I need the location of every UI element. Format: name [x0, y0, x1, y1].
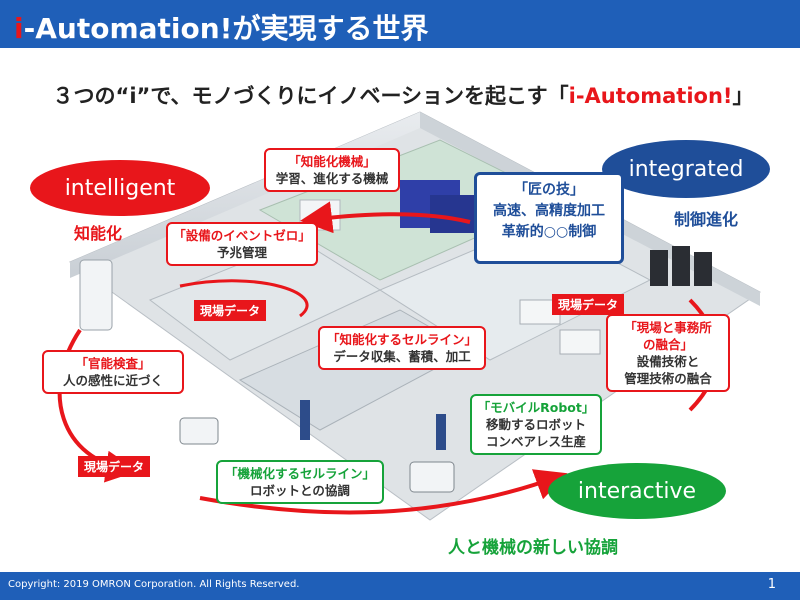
title-rest: -Automation!が実現する世界 — [23, 12, 429, 45]
footer: Copyright: 2019 OMRON Corporation. All R… — [0, 572, 800, 600]
intelligent-label: 知能化 — [74, 224, 123, 243]
integrated-oval: integrated — [602, 140, 770, 198]
site-office-head2: の融合」 — [642, 337, 693, 352]
callout-site-office: 「現場と事務所 の融合」 設備技術と 管理技術の融合 — [606, 314, 730, 392]
copyright: Copyright: 2019 OMRON Corporation. All R… — [8, 579, 300, 590]
mobile-robot-head: 「モバイルRobot」 — [477, 400, 595, 415]
integrated-label: 制御進化 — [674, 210, 739, 229]
callout-mech-cell: 「機械化するセルライン」 ロボットとの協調 — [216, 460, 384, 504]
mobile-robot-body: 移動するロボット — [485, 417, 586, 432]
craftsman-line1: 「匠の技」 — [514, 182, 584, 198]
craftsman-line3: 革新的○○制御 — [501, 224, 597, 240]
intelligent-oval: intelligent — [30, 160, 210, 216]
interactive-label: 人と機械の新しい協調 — [448, 538, 618, 558]
smart-machine-body: 学習、進化する機械 — [275, 171, 389, 186]
site-data-tag-2: 現場データ — [552, 294, 625, 315]
subtitle-brand: i-Automation! — [568, 84, 733, 108]
subtitle: ３つの“i”で、モノづくりにイノベーションを起こす「i-Automation!」 — [18, 80, 788, 110]
interactive-name: interactive — [577, 478, 697, 504]
subtitle-main: ３つの“i”で、モノづくりにイノベーションを起こす「 — [52, 84, 569, 108]
site-office-head: 「現場と事務所 — [624, 320, 712, 335]
site-data-tag-1: 現場データ — [194, 300, 267, 321]
page-title: i-Automation!が実現する世界 — [14, 7, 428, 47]
interactive-oval: interactive — [548, 463, 726, 519]
callout-sensory: 「官能検査」 人の感性に近づく — [42, 350, 184, 394]
title-prefix: i — [14, 12, 24, 45]
zero-event-body: 予兆管理 — [216, 245, 267, 260]
smart-machine-head: 「知能化機械」 — [288, 154, 376, 169]
callout-smart-machine: 「知能化機械」 学習、進化する機械 — [264, 148, 400, 192]
callout-mobile-robot: 「モバイルRobot」 移動するロボット コンベアレス生産 — [470, 394, 602, 455]
smart-cell-head: 「知能化するセルライン」 — [326, 332, 477, 347]
zero-event-head: 「設備のイベントゼロ」 — [173, 228, 311, 243]
craftsman-line2: 高速、高精度加工 — [493, 203, 605, 219]
mech-cell-body: ロボットとの協調 — [250, 483, 350, 498]
intelligent-name: intelligent — [64, 175, 176, 201]
subtitle-close: 」 — [732, 84, 754, 108]
integrated-name: integrated — [628, 156, 744, 182]
page-number: 1 — [767, 577, 776, 592]
mobile-robot-body2: コンベアレス生産 — [485, 434, 586, 449]
sensory-head: 「官能検査」 — [75, 356, 151, 371]
site-office-body2: 管理技術の融合 — [624, 371, 712, 386]
smart-cell-body: データ収集、蓄積、加工 — [333, 349, 471, 364]
title-bar: i-Automation!が実現する世界 — [0, 0, 800, 48]
callout-craftsman: 「匠の技」 高速、高精度加工 革新的○○制御 — [474, 172, 624, 264]
callout-smart-cell: 「知能化するセルライン」 データ収集、蓄積、加工 — [318, 326, 486, 370]
site-data-tag-3: 現場データ — [78, 456, 151, 477]
callout-zero-event: 「設備のイベントゼロ」 予兆管理 — [166, 222, 318, 266]
mech-cell-head: 「機械化するセルライン」 — [224, 466, 375, 481]
site-office-body: 設備技術と — [636, 354, 700, 369]
sensory-body: 人の感性に近づく — [62, 373, 163, 388]
